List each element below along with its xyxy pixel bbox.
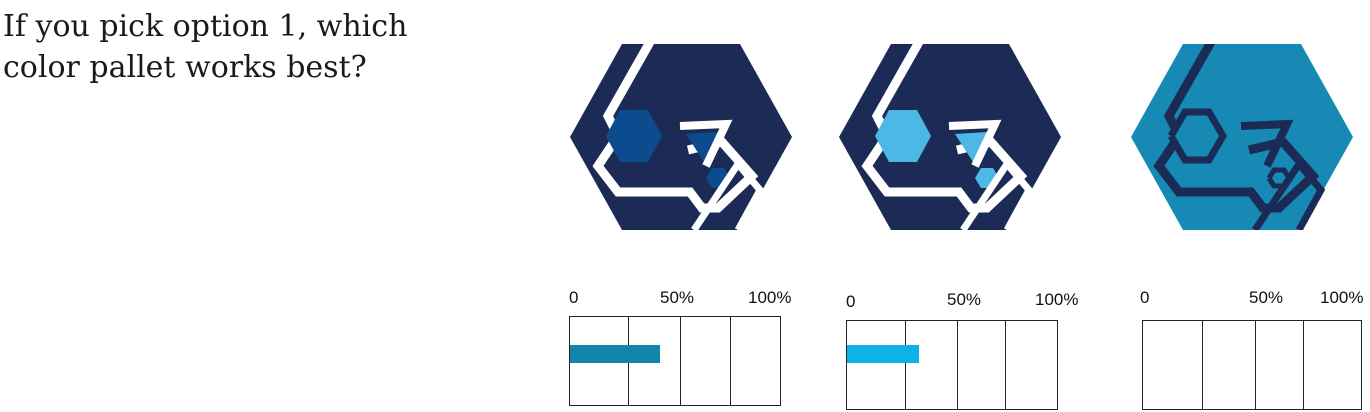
logo-option-2[interactable]: [839, 44, 1061, 230]
question-line-1: If you pick option 1, which: [3, 9, 408, 44]
logo-option-3[interactable]: [1131, 44, 1353, 230]
scale-label-mid: 50%: [947, 290, 982, 309]
grid-line: [680, 317, 681, 405]
question-text: If you pick option 1, which color pallet…: [3, 6, 443, 88]
hexagon-logo-icon: [839, 44, 1061, 230]
vote-bar: [570, 345, 660, 363]
scale-label-min: 0: [1140, 288, 1150, 307]
scale-label-min: 0: [569, 288, 579, 307]
logo-option-1[interactable]: [570, 44, 792, 230]
scale-label-max: 100%: [1035, 290, 1079, 309]
scale-label-mid: 50%: [1249, 288, 1284, 307]
hexagon-logo-icon: [1131, 44, 1353, 230]
scale-label-max: 100%: [1320, 288, 1364, 307]
vote-scale-option-2[interactable]: 0 50% 100%: [846, 290, 1078, 410]
vote-frame[interactable]: [846, 320, 1058, 410]
question-line-2: color pallet works best?: [3, 50, 367, 85]
grid-line: [1303, 321, 1304, 409]
vote-frame[interactable]: [569, 316, 781, 406]
scale-label-max: 100%: [748, 288, 792, 307]
vote-scale-option-1[interactable]: 0 50% 100%: [569, 288, 791, 408]
vote-bar: [847, 345, 919, 363]
vote-scale-option-3[interactable]: 0 50% 100%: [1140, 288, 1364, 410]
vote-frame[interactable]: [1142, 320, 1362, 410]
grid-line: [1255, 321, 1256, 409]
grid-line: [1202, 321, 1203, 409]
scale-label-mid: 50%: [660, 288, 695, 307]
hexagon-logo-icon: [570, 44, 792, 230]
grid-line: [1005, 321, 1006, 409]
grid-line: [730, 317, 731, 405]
grid-line: [905, 321, 906, 409]
scale-label-min: 0: [846, 292, 856, 311]
grid-line: [957, 321, 958, 409]
